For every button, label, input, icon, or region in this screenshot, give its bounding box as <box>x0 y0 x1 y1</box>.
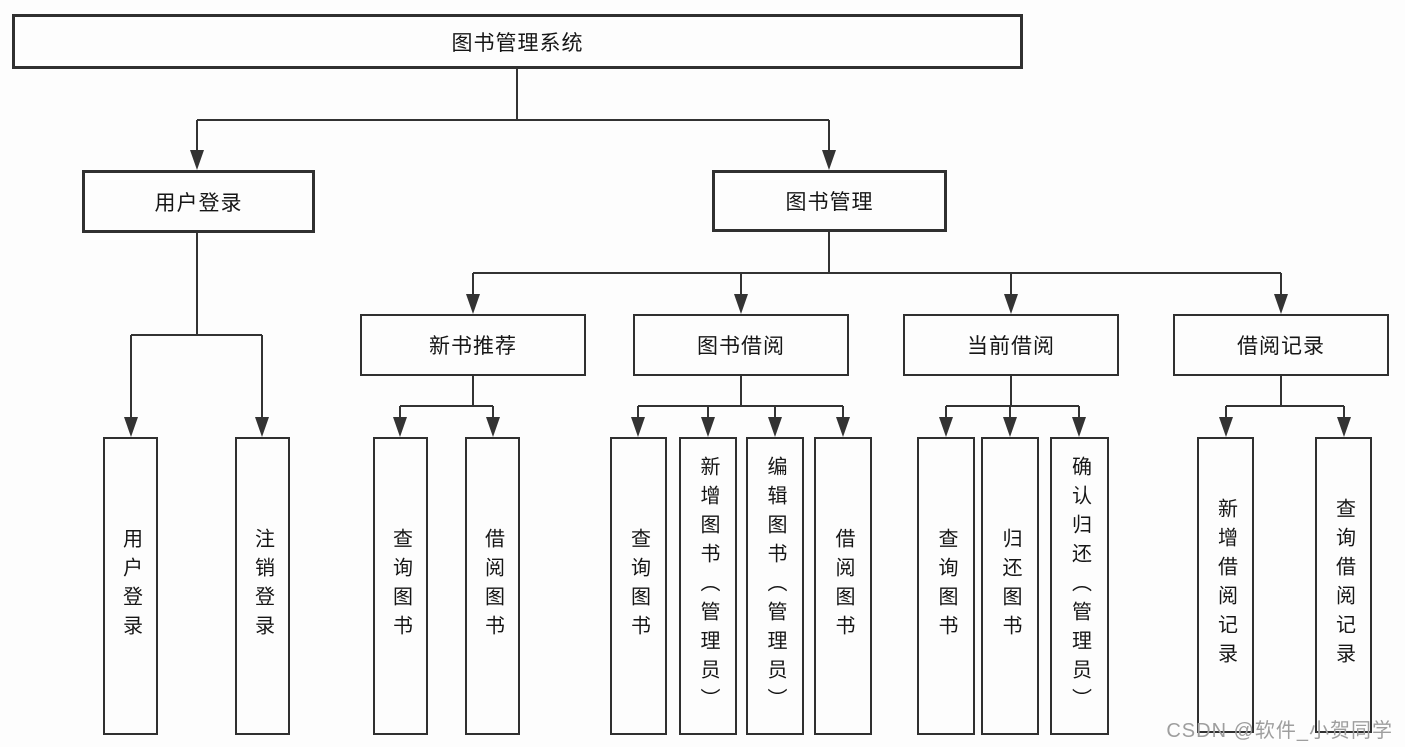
leaf-add-borrow-record: 新增借阅记录 <box>1197 437 1254 733</box>
connector-paths <box>130 69 1345 421</box>
leaf-edit-books-admin: 编辑图书（管理员） <box>746 437 804 735</box>
arrowhead <box>486 417 500 437</box>
connector-current-to-leaves <box>945 376 1080 421</box>
leaf-query-books-current: 查询图书 <box>917 437 975 735</box>
arrowhead <box>1219 417 1233 437</box>
arrowhead <box>1003 417 1017 437</box>
connector-records-to-leaves <box>1225 376 1345 421</box>
leaf-query-borrow-record: 查询借阅记录 <box>1315 437 1372 733</box>
node-library-management-system: 图书管理系统 <box>12 14 1023 69</box>
leaf-borrow-books-recommend: 借阅图书 <box>465 437 520 735</box>
arrowhead <box>1274 294 1288 314</box>
csdn-watermark: CSDN @软件_小贺同学 <box>1166 720 1393 742</box>
connector-arrowheads <box>124 150 1351 437</box>
arrowhead <box>768 417 782 437</box>
arrowhead <box>255 417 269 437</box>
node-current-borrowing: 当前借阅 <box>903 314 1119 376</box>
arrowhead <box>734 294 748 314</box>
connector-userlogin-to-leaves <box>130 233 263 419</box>
arrowhead <box>939 417 953 437</box>
arrowhead <box>1337 417 1351 437</box>
leaf-return-books: 归还图书 <box>981 437 1039 735</box>
leaf-query-books-recommend: 查询图书 <box>373 437 428 735</box>
connector-root-to-level2 <box>196 69 830 152</box>
arrowhead <box>701 417 715 437</box>
node-book-borrowing: 图书借阅 <box>633 314 849 376</box>
connector-bookmgmt-to-level3 <box>472 232 1282 296</box>
leaf-borrow-books-borrowing: 借阅图书 <box>814 437 872 735</box>
leaf-user-login: 用户登录 <box>103 437 158 735</box>
arrowhead <box>190 150 204 170</box>
node-book-management: 图书管理 <box>712 170 947 232</box>
arrowhead <box>1004 294 1018 314</box>
arrowhead <box>1072 417 1086 437</box>
connector-borrowing-to-leaves <box>637 376 844 421</box>
leaf-logout: 注销登录 <box>235 437 290 735</box>
arrowhead <box>836 417 850 437</box>
arrowhead <box>631 417 645 437</box>
arrowhead <box>822 150 836 170</box>
node-borrowing-records: 借阅记录 <box>1173 314 1389 376</box>
arrowhead <box>124 417 138 437</box>
leaf-query-books-borrowing: 查询图书 <box>610 437 667 735</box>
leaf-add-books-admin: 新增图书（管理员） <box>679 437 737 735</box>
arrowhead <box>393 417 407 437</box>
leaf-confirm-return-admin: 确认归还（管理员） <box>1050 437 1109 735</box>
connector-recommend-to-leaves <box>399 376 494 421</box>
node-new-book-recommend: 新书推荐 <box>360 314 586 376</box>
arrowhead <box>466 294 480 314</box>
node-user-login: 用户登录 <box>82 170 315 233</box>
